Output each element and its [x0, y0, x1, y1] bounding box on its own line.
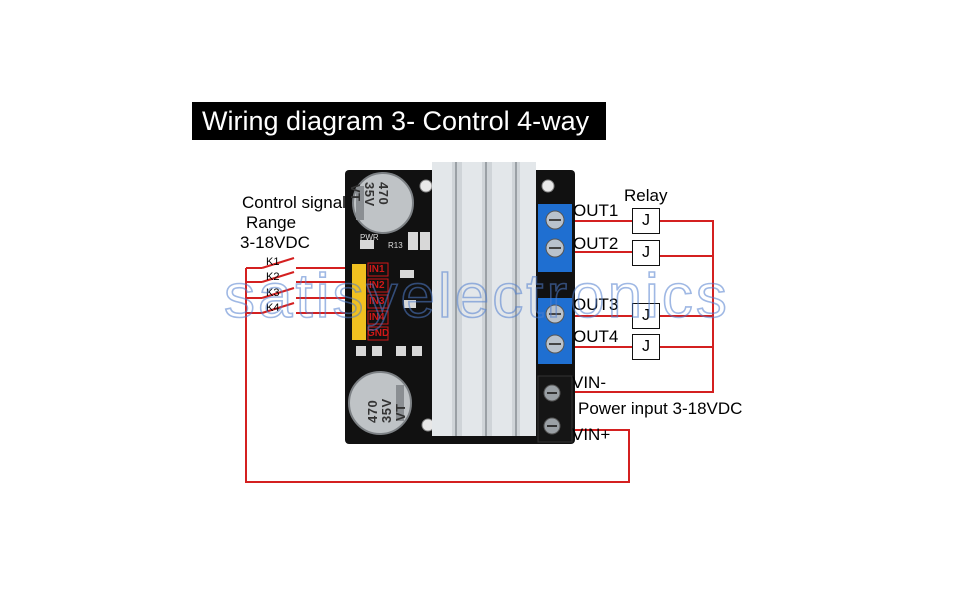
relay-4: J [632, 334, 660, 360]
relay-1: J [632, 208, 660, 234]
switch-levers [261, 257, 295, 314]
capacitor-bottom [348, 371, 412, 435]
relay-return-bus [572, 220, 714, 393]
relay-2: J [632, 240, 660, 266]
control-voltage-label: 3-18VDC [240, 233, 310, 252]
switch-k4-lever [261, 302, 295, 314]
capacitor-bottom-stripe [396, 385, 404, 421]
vin-plus-label: VIN+ [572, 425, 611, 444]
pin-in4-label: IN4 [369, 312, 385, 323]
cap-bottom-value: 470 [365, 399, 380, 423]
mount-hole-tl [419, 179, 433, 193]
out2-label: OUT2 [573, 234, 619, 253]
wiring [245, 220, 714, 483]
watermark: satisyelectronics [223, 261, 730, 332]
common-wire [245, 320, 630, 483]
out3-label: OUT3 [573, 295, 619, 314]
switch-k4-label: K4 [266, 302, 280, 314]
cap-top-brand: VT [348, 184, 363, 202]
control-range-label: Range [246, 213, 297, 232]
relay-3: J [632, 303, 660, 329]
title-bar [192, 102, 606, 140]
switch-k3-lever [261, 287, 295, 299]
capacitor-top [352, 172, 414, 234]
switch-k1-label: K1 [266, 256, 280, 268]
switch-k3-label: K3 [266, 287, 280, 299]
power-terminal [537, 375, 573, 443]
cap-bottom-voltage: 35V [379, 398, 394, 423]
control-signal-label: Control signal [242, 193, 346, 212]
page-title: Wiring diagram 3- Control 4-way [202, 106, 590, 136]
switch-k1-lever [261, 257, 295, 269]
relay-heading: Relay [624, 186, 668, 205]
input-header [352, 264, 366, 340]
cap-bottom-brand: VT [393, 403, 408, 421]
cap-top-value: 470 [376, 182, 391, 206]
smd-components [356, 232, 430, 356]
heatsink [432, 162, 536, 436]
power-input-label: Power input 3-18VDC [578, 399, 743, 418]
switch-k2-lever [261, 271, 295, 283]
output-terminal-lower [538, 298, 572, 364]
pwr-mark: PWR [360, 233, 379, 242]
mount-hole-tr [541, 179, 555, 193]
output-terminal-upper [538, 204, 572, 272]
pin-in3-label: IN3 [369, 296, 385, 307]
out4-label: OUT4 [573, 327, 619, 346]
capacitor-top-stripe [356, 186, 364, 220]
pin-in1-label: IN1 [369, 264, 385, 275]
r13-mark: R13 [388, 241, 403, 250]
pin-in2-label: IN2 [369, 280, 385, 291]
switch-k2-label: K2 [266, 271, 280, 283]
vin-minus-label: VIN- [572, 373, 606, 392]
cap-top-voltage: 35V [362, 182, 377, 207]
pin-gnd-label: GND [367, 328, 390, 339]
input-pin-boxes [367, 262, 389, 341]
out1-label: OUT1 [573, 201, 619, 220]
